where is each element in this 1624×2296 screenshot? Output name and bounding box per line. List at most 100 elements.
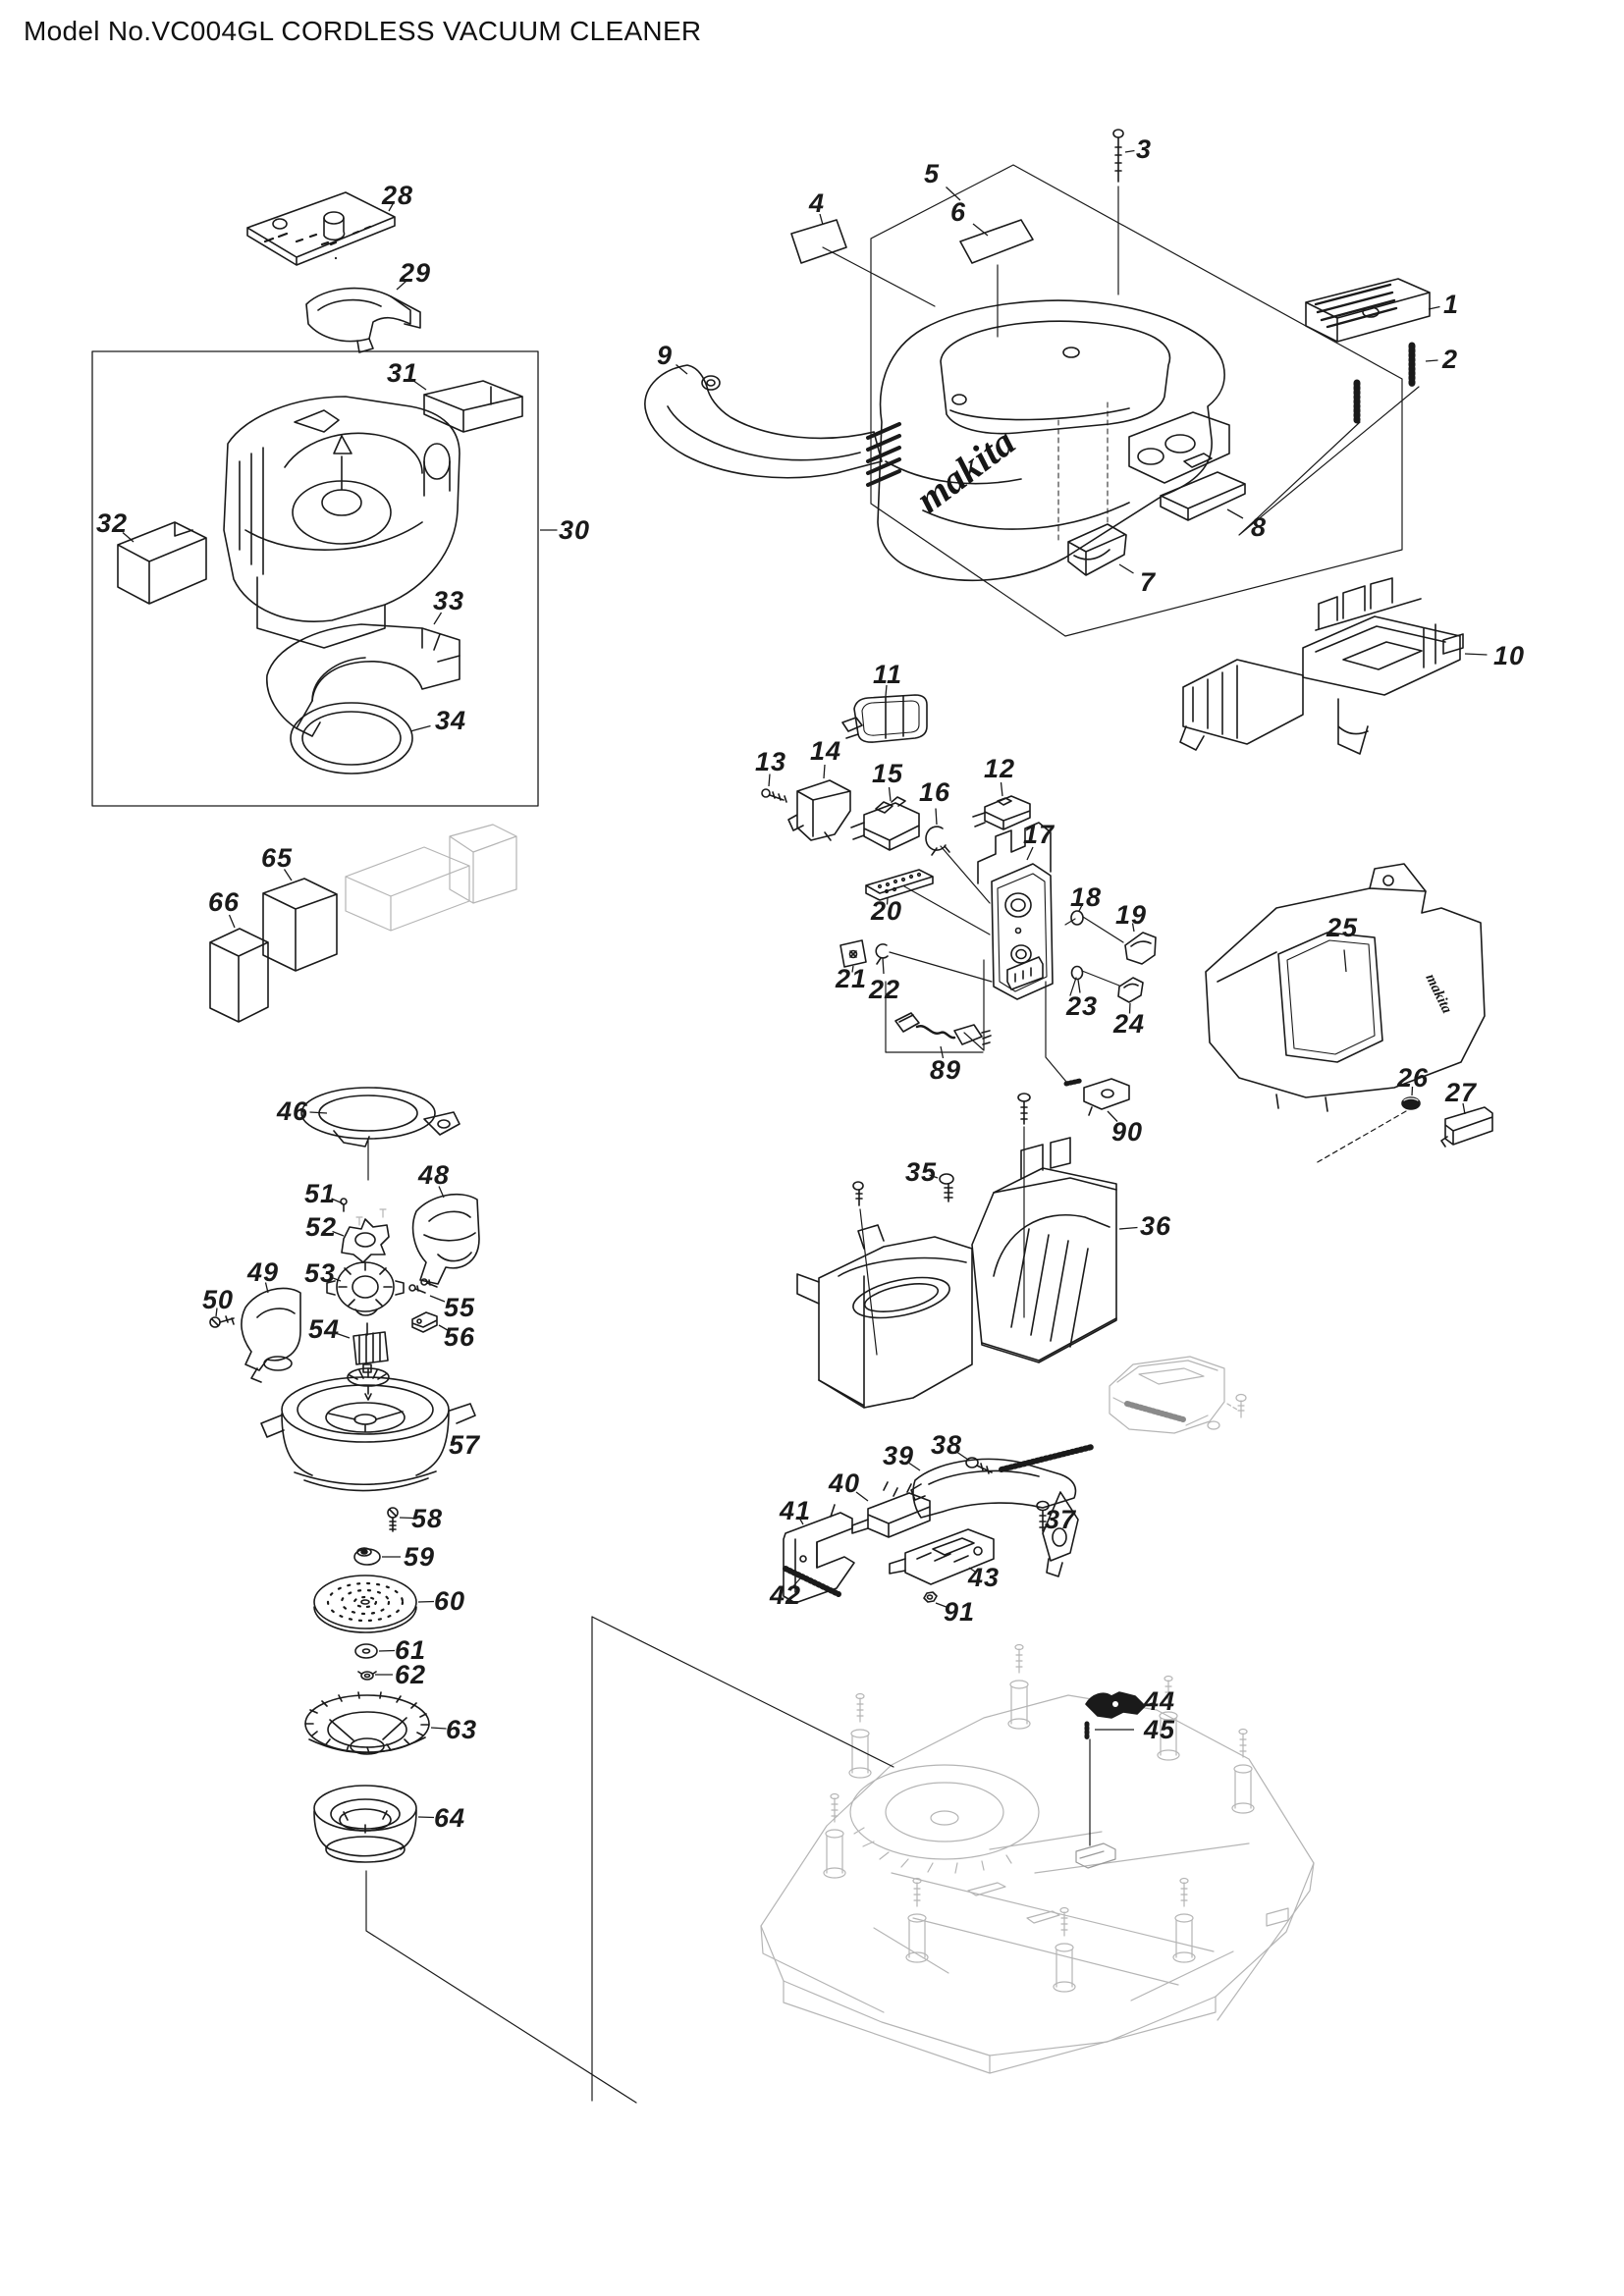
part-42-leader <box>792 1577 801 1587</box>
part-15-switch <box>850 796 920 851</box>
part-10-leader <box>1464 653 1488 656</box>
part-48-housing-half <box>411 1193 480 1285</box>
part-22-leader <box>882 957 885 975</box>
part-4-label: 4 <box>808 188 825 218</box>
part-13-screw <box>761 788 787 803</box>
part-35-screw <box>852 1093 1031 1206</box>
part-58-leader <box>399 1517 414 1520</box>
part-12-switch <box>972 795 1031 830</box>
part-11-bail <box>841 694 928 743</box>
part-26-grommet <box>1401 1096 1421 1110</box>
part-46-leader <box>309 1111 328 1114</box>
part-6-label: 6 <box>950 197 966 227</box>
part-5-leader <box>946 187 961 201</box>
part-65-label: 65 <box>261 843 293 873</box>
part-38-label: 38 <box>931 1430 962 1460</box>
part-30-label: 30 <box>559 515 590 545</box>
part-15-leader <box>888 786 892 802</box>
part-89-cable <box>894 1012 992 1045</box>
part-57-label: 57 <box>449 1430 481 1460</box>
part-3-label: 3 <box>1136 134 1152 164</box>
part-63-crown-ring <box>304 1691 430 1755</box>
part-64-seal-ring <box>313 1785 417 1863</box>
part-53-leader <box>330 1276 342 1282</box>
part-17-label: 17 <box>1023 820 1056 849</box>
part-6-leader <box>972 223 989 237</box>
part-61-label: 61 <box>395 1635 426 1665</box>
part-5-label: 5 <box>924 159 940 188</box>
part-91-nut <box>923 1591 938 1603</box>
part-8-leader <box>1226 508 1244 519</box>
part-11-label: 11 <box>873 660 902 689</box>
part-40-label: 40 <box>828 1468 860 1498</box>
part-27-plate <box>1440 1106 1493 1148</box>
part-29-label: 29 <box>399 258 431 288</box>
part-35-label: 35 <box>905 1157 937 1187</box>
part-9-handle <box>644 364 883 479</box>
part-44-clip <box>1085 1691 1146 1719</box>
part-32-label: 32 <box>96 508 128 538</box>
part-38-screw-spring <box>965 1444 1095 1474</box>
ghost-base-assembly <box>760 1643 1315 2074</box>
part-25-rear-cover: makita <box>1205 863 1486 1112</box>
part-1-leader <box>1428 305 1440 310</box>
part-31-label: 31 <box>387 358 418 388</box>
part-59-grommet <box>353 1547 381 1566</box>
part-17-switch-panel <box>977 822 1054 1000</box>
part-26-label: 26 <box>1396 1063 1429 1093</box>
part-89-leader <box>940 1045 945 1059</box>
makita-logo-main: makita <box>907 419 1023 521</box>
part-46-ring-clamp <box>300 1087 460 1148</box>
part-55-leader <box>429 1295 446 1303</box>
part-34-label: 34 <box>435 706 466 735</box>
part-20-leader <box>886 897 889 905</box>
ghost-filter-blocks <box>345 824 517 932</box>
part-26-leader <box>1411 1086 1414 1096</box>
group-bracket-lines <box>365 186 1420 2104</box>
part-58-screw <box>387 1507 399 1532</box>
part-90-label: 90 <box>1111 1117 1143 1147</box>
part-13-leader <box>768 774 771 787</box>
part-19-leader <box>1131 923 1135 933</box>
part-54-label: 54 <box>308 1314 340 1344</box>
part-50-screw <box>209 1315 235 1328</box>
part-56-label: 56 <box>444 1322 475 1352</box>
part-24-knob <box>1117 977 1144 1003</box>
part-66-filter <box>209 928 269 1023</box>
part-31-block <box>423 380 523 433</box>
part-90-leader <box>1107 1110 1118 1122</box>
part-55-screws <box>408 1278 438 1294</box>
part-48-label: 48 <box>417 1160 450 1190</box>
part-10-label: 10 <box>1493 641 1525 670</box>
part-37-screw <box>1036 1500 1050 1532</box>
part-89-label: 89 <box>930 1055 961 1085</box>
part-23-oring <box>1070 965 1084 981</box>
part-49-label: 49 <box>246 1257 279 1287</box>
louver-vents <box>866 422 901 487</box>
part-22-clip <box>875 943 889 965</box>
part-53-label: 53 <box>304 1258 336 1288</box>
part-9-label: 9 <box>657 341 673 370</box>
part-12-label: 12 <box>984 754 1015 783</box>
part-60-label: 60 <box>434 1586 465 1616</box>
part-32-leader <box>122 532 135 543</box>
artwork-layer: makita <box>91 129 1493 2104</box>
part-16-leader <box>935 808 938 826</box>
ghost-screw <box>1235 1393 1247 1418</box>
part-31-leader <box>413 380 427 391</box>
part-28-controller <box>246 191 396 266</box>
part-38-leader <box>956 1451 969 1461</box>
part-27-leader <box>1462 1102 1466 1115</box>
part-51-leader <box>331 1198 344 1204</box>
part-46-label: 46 <box>276 1096 308 1126</box>
part-52-label: 52 <box>305 1212 337 1242</box>
part-44-leader <box>1145 1702 1154 1706</box>
part-2-leader <box>1425 359 1438 362</box>
part-57-fan-case <box>260 1376 476 1492</box>
page-title: Model No.VC004GL CORDLESS VACUUM CLEANER <box>24 16 702 46</box>
part-54-leader <box>336 1332 351 1339</box>
part-44-label: 44 <box>1143 1686 1175 1716</box>
part-18-label: 18 <box>1070 882 1102 912</box>
part-11-leader <box>885 684 888 697</box>
part-14-leader <box>823 764 826 779</box>
